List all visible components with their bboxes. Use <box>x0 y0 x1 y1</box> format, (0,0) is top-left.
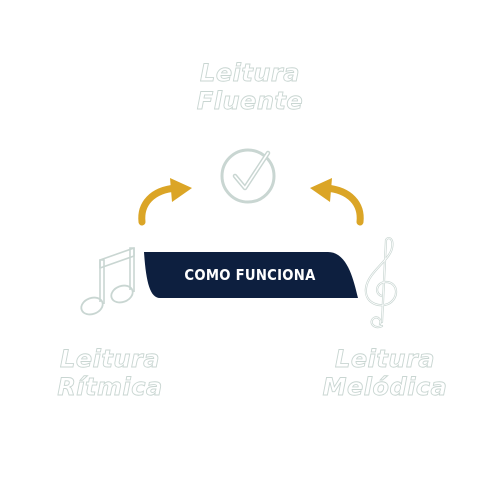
checkmark-circle-icon <box>220 148 276 204</box>
label-leitura-melodica: Leitura Melódica <box>310 345 460 402</box>
banner-label: COMO FUNCIONA <box>184 266 316 284</box>
como-funciona-banner: COMO FUNCIONA <box>142 252 358 298</box>
label-line: Leitura <box>335 345 435 374</box>
curved-arrow-icon <box>138 178 192 226</box>
label-leitura-ritmica: Leitura Rítmica <box>40 345 180 402</box>
label-line: Melódica <box>322 373 448 402</box>
label-line: Leitura <box>200 59 300 88</box>
label-leitura-fluente: Leitura Fluente <box>150 59 350 116</box>
label-line: Fluente <box>196 87 304 116</box>
label-line: Leitura <box>60 345 160 374</box>
music-note-icon <box>80 247 135 316</box>
banner-shape <box>144 252 358 298</box>
label-line: Rítmica <box>57 373 163 402</box>
curved-arrow-icon <box>310 178 364 226</box>
treble-clef-icon <box>364 237 398 329</box>
